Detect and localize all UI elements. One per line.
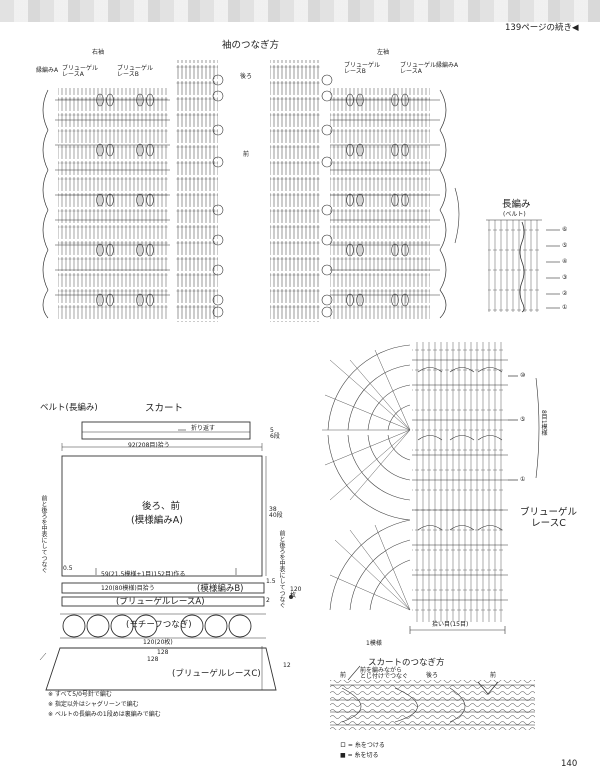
bruges-a-left: ブリューゲル レースA — [62, 65, 99, 78]
laceC-bottom: 1模様 — [366, 640, 382, 647]
note-3: ※ ベルトの長編みの1段めは裏編みで編む — [48, 711, 161, 718]
small-15: 1.5 — [266, 578, 276, 585]
laceC-skirt-label: (ブリューゲルレースC) — [172, 669, 261, 679]
belt-row-4: ④ — [562, 258, 568, 265]
belt-row-1: ① — [562, 304, 568, 311]
dot-marker — [289, 595, 293, 599]
small-2: 2 — [266, 597, 270, 604]
bruges-b-right: ブリューゲル レースB — [344, 62, 381, 75]
laceC-chart — [322, 342, 540, 634]
height-label: 38 40段 — [269, 506, 283, 519]
pattern-count: 59(21.5模様+1目)152目)作る — [101, 571, 186, 578]
right-sleeve-label: 右袖 — [92, 49, 105, 56]
laceA-label: (ブリューゲルレースA) — [116, 597, 205, 607]
belt-chart — [486, 219, 560, 313]
laceC-row-10: ⑩ — [520, 372, 526, 379]
laceC-width-bottom: 128 — [147, 656, 159, 663]
laceC-stitches: 拾い目(15目) — [432, 621, 469, 628]
laceC-width-top: 128 — [157, 649, 169, 656]
belt-skirt-label: ベルト(長編み) — [40, 403, 98, 413]
bruges-a-right: ブリューゲル レースA — [400, 62, 437, 75]
laceC-title: ブリューゲル レースC — [520, 507, 578, 529]
crochet-a-right: 縁編みA — [436, 62, 459, 69]
laceC-row-1: ① — [520, 476, 526, 483]
band-b-label: (模様編みB) — [197, 584, 244, 594]
crochet-a-left: 縁編みA — [36, 67, 59, 74]
belt-row-5: ⑤ — [562, 242, 568, 249]
panel-title: 後ろ、前 — [142, 501, 181, 512]
note-2: ※ 指定以外はシャグリーンで編む — [48, 701, 139, 708]
belt-height: 5 6段 — [270, 427, 280, 440]
legend-2: ■ = 糸を切る — [340, 752, 379, 759]
connect-front: 前 — [340, 672, 347, 679]
side-note-left: 前と後ろを中表にしてつなぐ — [40, 495, 47, 573]
belt-row-6: ⑥ — [562, 226, 568, 233]
connect-title: スカートのつなぎ方 — [368, 658, 445, 668]
legend-1: ロ = 糸をつける — [340, 742, 385, 749]
band-b: 120(80模様)目拾う — [101, 585, 155, 592]
motif-count: 120(20枚) — [143, 639, 173, 646]
laceC-pattern-label: 8目1模様 — [540, 410, 547, 436]
belt-title: 長編み — [502, 199, 531, 210]
page-number: 140 — [561, 759, 578, 769]
header-blur — [0, 0, 600, 22]
motif-side: 120 枚 — [290, 586, 302, 599]
note-1: ※ すべて5/0号針で編む — [48, 691, 112, 698]
continued-label: 139ページの続き◀ — [505, 23, 579, 33]
sleeve-title: 袖のつなぎ方 — [222, 40, 280, 51]
connect-note: 前を編みながら とじ付けでつなぐ — [360, 667, 409, 680]
width-top: 92(208目)拾う — [128, 442, 170, 449]
front-label: 前 — [243, 151, 250, 158]
belt-row-2: ② — [562, 290, 568, 297]
belt-subtitle: (ベルト) — [503, 211, 526, 218]
bruges-b-left: ブリューゲル レースB — [117, 65, 154, 78]
sleeve-diagram — [42, 60, 460, 322]
connect-diagram — [330, 665, 535, 730]
skirt-title: スカート — [145, 403, 184, 414]
motif-label: (モチーフつなぎ) — [126, 620, 192, 630]
laceC-row-5: ⑤ — [520, 416, 526, 423]
back-label: 後ろ — [240, 73, 253, 80]
skirt-schematic — [39, 421, 277, 691]
connect-back: 後ろ — [426, 672, 439, 679]
connect-front-right: 前 — [490, 672, 497, 679]
panel-sub: (模様編みA) — [131, 515, 183, 526]
small-05: 0.5 — [63, 565, 73, 572]
laceC-height: 12 — [283, 662, 291, 669]
belt-row-3: ③ — [562, 274, 568, 281]
side-note-right: 前と後ろを中表にしてつなぐ — [278, 530, 285, 608]
fold-label: 折り返す — [191, 425, 216, 432]
left-sleeve-label: 左袖 — [377, 49, 390, 56]
